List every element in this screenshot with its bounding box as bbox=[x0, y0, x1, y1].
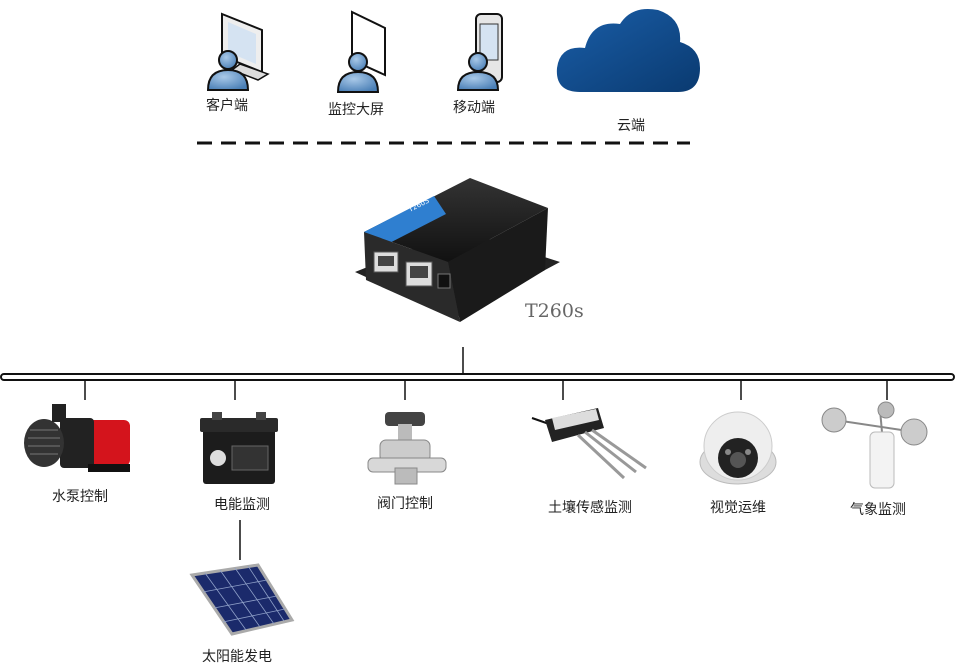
water-pump-icon bbox=[24, 404, 130, 472]
router-device: T260S bbox=[355, 178, 560, 322]
top-node-label-mobile: 移动端 bbox=[453, 100, 495, 116]
device-label-valve: 阀门控制 bbox=[377, 496, 433, 512]
device-drop-lines bbox=[84, 380, 888, 560]
battery-icon bbox=[200, 412, 278, 484]
top-node-label-monitor-screen: 监控大屏 bbox=[328, 102, 384, 118]
solar-panel-icon bbox=[189, 563, 295, 636]
device-label-camera: 视觉运维 bbox=[710, 500, 766, 516]
user-screen-icon bbox=[336, 10, 386, 93]
cloud-icon bbox=[556, 8, 700, 92]
valve-icon bbox=[367, 412, 447, 485]
anemometer-icon bbox=[821, 401, 928, 489]
soil-sensor-icon bbox=[531, 408, 647, 480]
device-label-weather: 气象监测 bbox=[850, 502, 906, 518]
field-bus-line bbox=[0, 373, 955, 381]
user-mobile-icon bbox=[456, 13, 503, 91]
gateway-model-label: T260s bbox=[525, 300, 584, 322]
user-monitor-icon bbox=[206, 12, 270, 91]
top-node-label-cloud: 云端 bbox=[617, 118, 645, 134]
solar-label: 太阳能发电 bbox=[202, 649, 272, 665]
camera-icon bbox=[699, 411, 777, 485]
device-label-pump: 水泵控制 bbox=[52, 489, 108, 505]
device-label-soil: 土壤传感监测 bbox=[548, 500, 632, 516]
device-label-energy: 电能监测 bbox=[214, 497, 270, 513]
top-node-label-client: 客户端 bbox=[206, 98, 248, 114]
